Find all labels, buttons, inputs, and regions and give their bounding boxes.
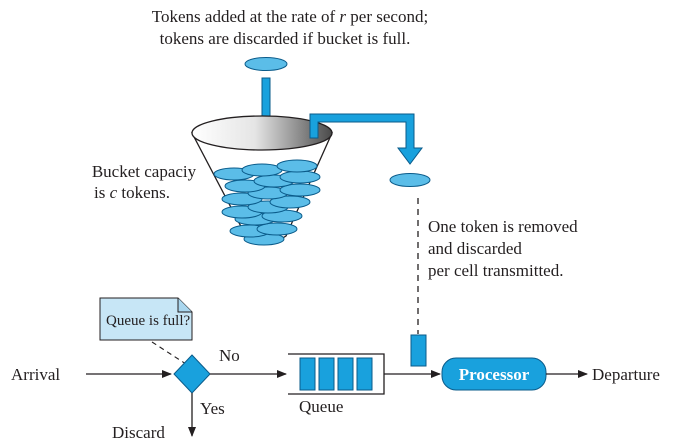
bucket-caption-line1: Bucket capaciy <box>92 162 197 181</box>
bucket-caption-line2: is c tokens. <box>94 183 170 202</box>
token-cell <box>410 334 427 367</box>
queue-cell <box>337 357 354 391</box>
discard-label: Discard <box>112 423 165 441</box>
discarded-token <box>389 173 431 187</box>
bucket-tokens <box>213 159 321 246</box>
incoming-token <box>244 57 288 71</box>
removal-caption-line3: per cell transmitted. <box>428 261 563 280</box>
queue-cell <box>356 357 373 391</box>
top-caption-line2: tokens are discarded if bucket is full. <box>160 29 411 48</box>
callout-pointer <box>151 341 187 365</box>
callout-text: Queue is full? <box>106 313 190 329</box>
overflow-arrow <box>309 113 423 165</box>
yes-label: Yes <box>200 399 225 418</box>
processor: Processor <box>441 357 547 391</box>
arrival-label: Arrival <box>11 365 60 384</box>
queue <box>288 353 385 395</box>
bucket-rim <box>191 115 333 151</box>
removal-caption-line2: and discarded <box>428 239 522 258</box>
removal-caption-line1: One token is removed <box>428 217 578 236</box>
queue-full-callout: Queue is full? <box>99 297 193 341</box>
decision-diamond <box>173 354 211 394</box>
processor-label: Processor <box>459 365 530 384</box>
queue-cell <box>299 357 316 391</box>
top-caption-line1: Tokens added at the rate of r per second… <box>152 7 428 26</box>
queue-cell <box>318 357 335 391</box>
no-label: No <box>219 346 240 365</box>
queue-label: Queue <box>299 397 343 416</box>
departure-label: Departure <box>592 365 660 384</box>
